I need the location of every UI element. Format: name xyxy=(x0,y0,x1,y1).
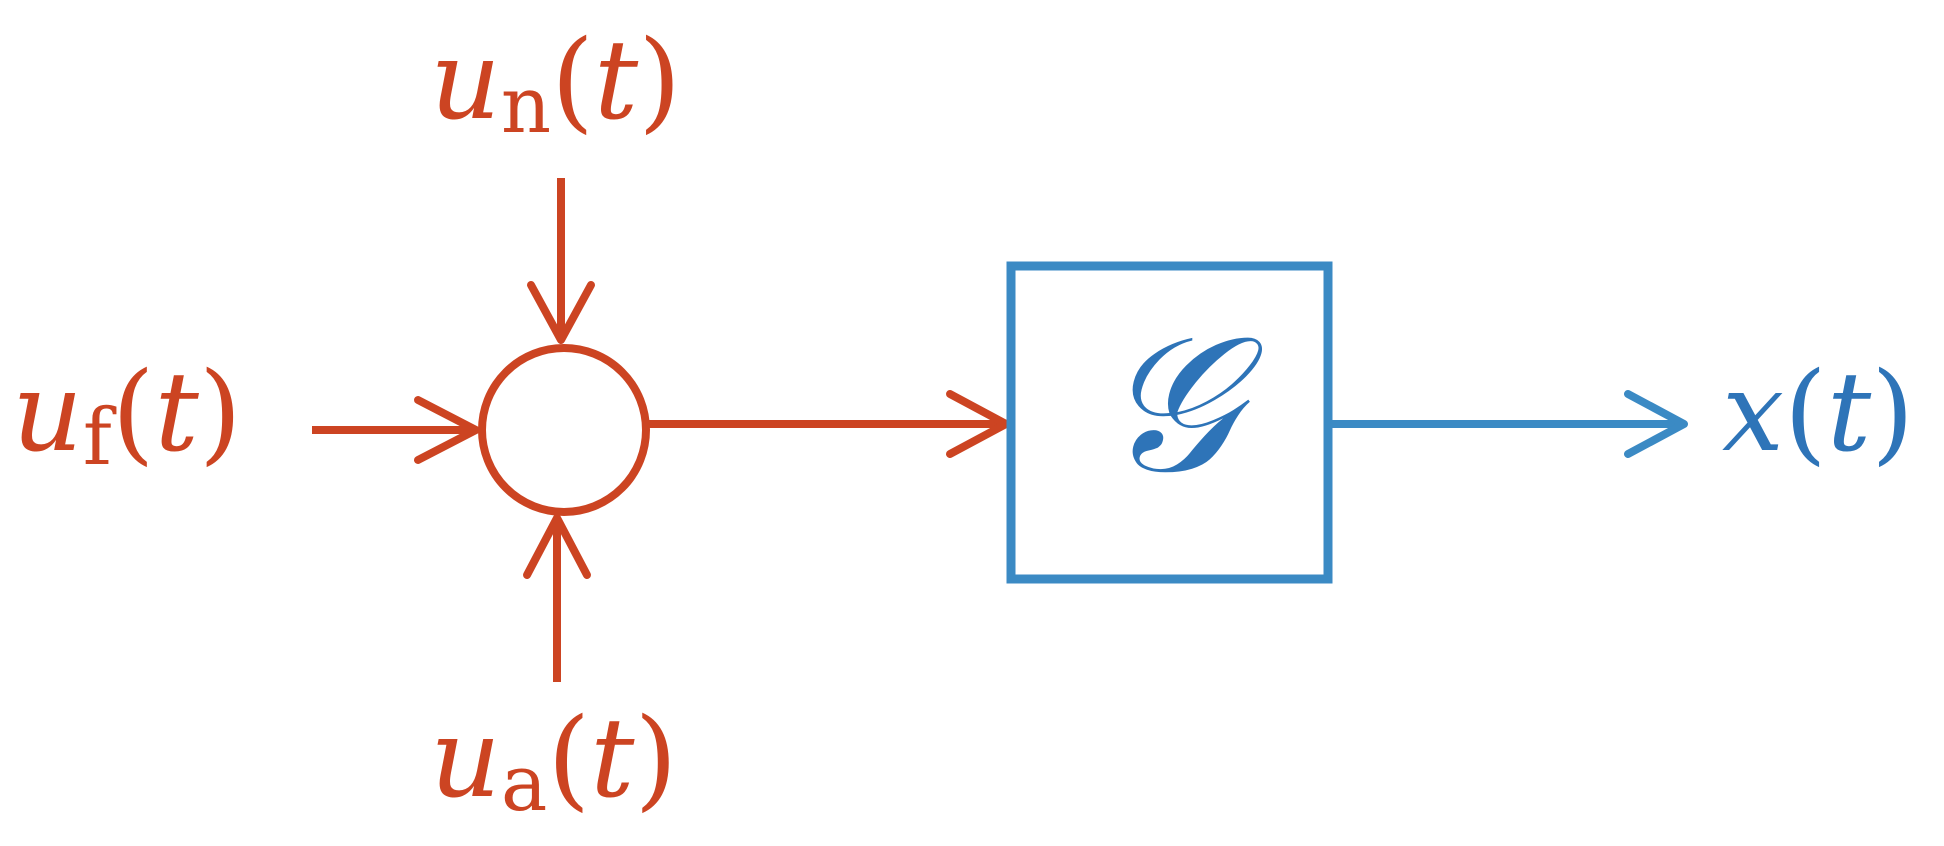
label-u-n-close-paren: ) xyxy=(638,16,681,144)
label-u-f-subscript: f xyxy=(83,393,117,483)
label-x-argument: t xyxy=(1827,348,1872,476)
label-u-n-open-paren: ( xyxy=(551,16,594,144)
label-x-symbol: x xyxy=(1722,348,1784,476)
label-u-f: uf(t) xyxy=(12,348,242,483)
label-x-open-paren: ( xyxy=(1784,348,1827,476)
system-symbol: 𝒢 xyxy=(1101,294,1263,515)
left-input-arrow xyxy=(312,396,480,464)
label-u-f-symbol: u xyxy=(12,348,83,476)
label-u-n-subscript: n xyxy=(501,61,551,151)
label-u-f-close-paren: ) xyxy=(199,348,242,476)
label-u-f-open-paren: ( xyxy=(112,348,155,476)
label-u-a-open-paren: ( xyxy=(547,694,590,822)
summing-junction xyxy=(478,344,650,516)
label-u-n-argument: t xyxy=(594,16,639,144)
label-u-a-argument: t xyxy=(590,694,635,822)
bottom-input-arrow xyxy=(523,514,591,682)
output-arrow xyxy=(1332,390,1688,458)
label-u-f-argument: t xyxy=(155,348,200,476)
junction-to-system-arrow xyxy=(648,390,1010,458)
top-input-arrow xyxy=(527,178,595,344)
label-u-a-subscript: a xyxy=(501,739,548,829)
label-x-close-paren: ) xyxy=(1871,348,1914,476)
label-u-n: un(t) xyxy=(430,16,681,151)
label-u-a-symbol: u xyxy=(430,694,501,822)
system-block xyxy=(1006,261,1333,584)
label-u-a: ua(t) xyxy=(430,694,677,829)
label-u-n-symbol: u xyxy=(430,16,501,144)
label-u-a-close-paren: ) xyxy=(635,694,678,822)
label-x: x(t) xyxy=(1722,348,1914,476)
